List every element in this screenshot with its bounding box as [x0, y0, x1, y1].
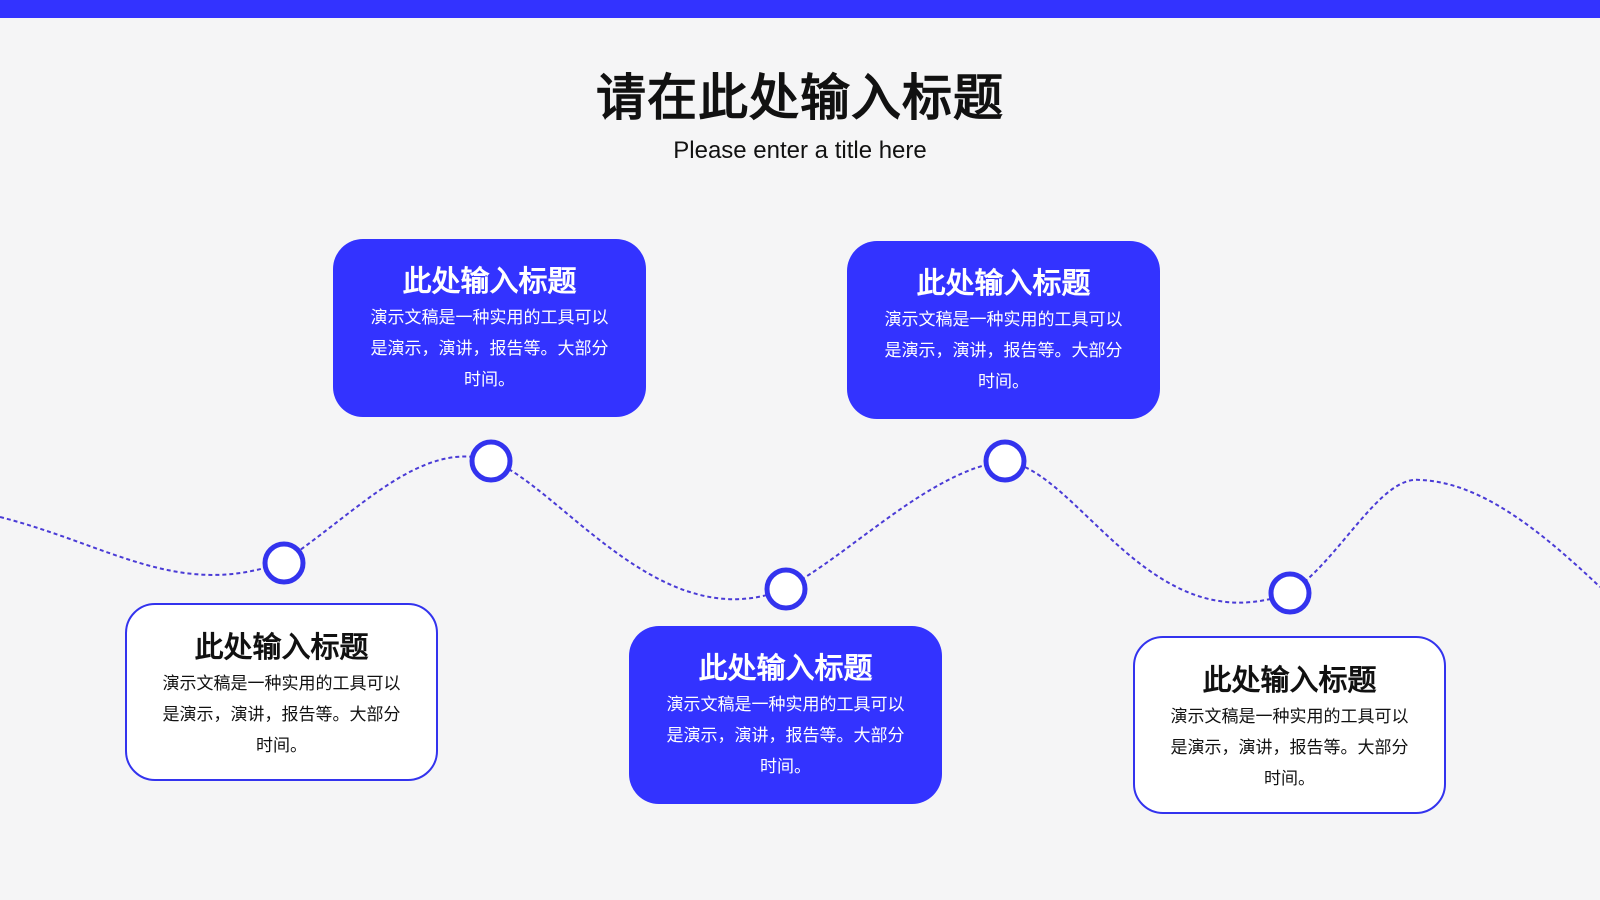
- timeline-node: [469, 439, 513, 483]
- card-title: 此处输入标题: [698, 651, 873, 685]
- timeline-card-5: 此处输入标题 演示文稿是一种实用的工具可以是演示，演讲，报告等。大部分时间。: [1133, 636, 1446, 814]
- timeline-card-1: 此处输入标题 演示文稿是一种实用的工具可以是演示，演讲，报告等。大部分时间。: [125, 603, 438, 781]
- timeline-node: [983, 439, 1027, 483]
- timeline-card-2: 此处输入标题 演示文稿是一种实用的工具可以是演示，演讲，报告等。大部分时间。: [333, 239, 646, 417]
- card-title: 此处输入标题: [1202, 663, 1377, 697]
- card-title: 此处输入标题: [402, 264, 577, 298]
- card-text: 演示文稿是一种实用的工具可以是演示，演讲，报告等。大部分时间。: [884, 310, 1123, 392]
- timeline-node: [1268, 571, 1312, 615]
- card-text: 演示文稿是一种实用的工具可以是演示，演讲，报告等。大部分时间。: [666, 695, 905, 777]
- timeline-node: [764, 567, 808, 611]
- card-text: 演示文稿是一种实用的工具可以是演示，演讲，报告等。大部分时间。: [1170, 707, 1409, 789]
- card-text: 演示文稿是一种实用的工具可以是演示，演讲，报告等。大部分时间。: [162, 674, 401, 756]
- timeline-node: [262, 541, 306, 585]
- top-accent-bar: [0, 0, 1600, 18]
- page-title: 请在此处输入标题: [596, 69, 1004, 127]
- page-subtitle: Please enter a title here: [673, 137, 927, 164]
- timeline-card-3: 此处输入标题 演示文稿是一种实用的工具可以是演示，演讲，报告等。大部分时间。: [629, 626, 942, 804]
- card-title: 此处输入标题: [916, 266, 1091, 300]
- card-title: 此处输入标题: [194, 630, 369, 664]
- card-text: 演示文稿是一种实用的工具可以是演示，演讲，报告等。大部分时间。: [370, 308, 609, 390]
- timeline-card-4: 此处输入标题 演示文稿是一种实用的工具可以是演示，演讲，报告等。大部分时间。: [847, 241, 1160, 419]
- title-block: 请在此处输入标题 Please enter a title here: [0, 62, 1600, 166]
